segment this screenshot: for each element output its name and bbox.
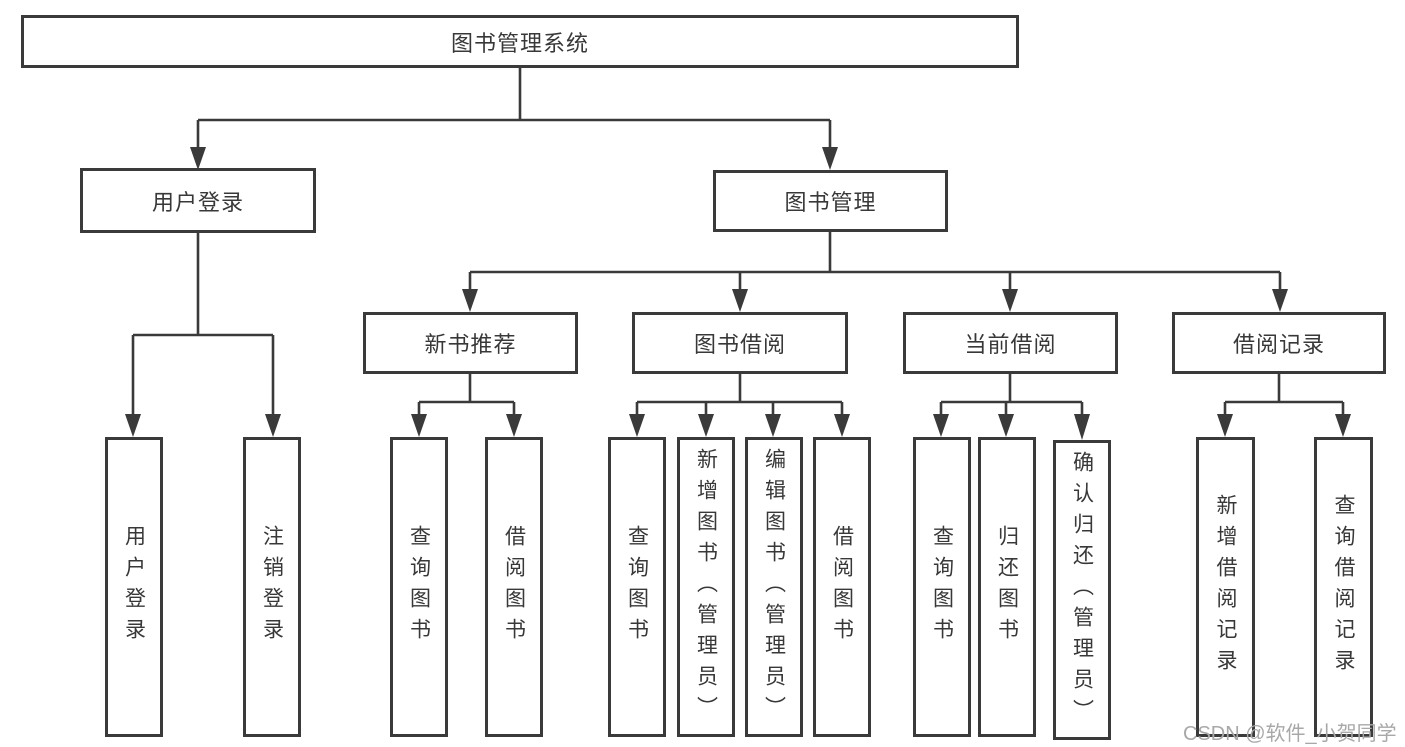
leaf-add-borrow-record: 新增借阅记录 xyxy=(1196,437,1255,737)
leaf-add-borrow-record-label: 新增借阅记录 xyxy=(1214,494,1237,680)
node-root-label: 图书管理系统 xyxy=(450,30,589,56)
leaf-logout: 注销登录 xyxy=(243,437,301,737)
node-current-borrow-label: 当前借阅 xyxy=(964,332,1057,357)
leaf-recommend-borrow-book-label: 借阅图书 xyxy=(502,525,526,649)
node-root-system: 图书管理系统 xyxy=(21,15,1019,68)
csdn-watermark: CSDN @软件_小贺同学 xyxy=(1183,723,1397,745)
leaf-add-book-admin: 新增图书（管理员） xyxy=(677,437,735,737)
leaf-add-book-admin-label: 新增图书（管理员） xyxy=(694,447,718,727)
leaf-current-query-book: 查询图书 xyxy=(913,437,971,737)
node-borrow-record: 借阅记录 xyxy=(1172,312,1386,374)
leaf-recommend-borrow-book: 借阅图书 xyxy=(485,437,543,737)
node-book-borrow: 图书借阅 xyxy=(632,312,848,374)
leaf-borrow-query-book: 查询图书 xyxy=(608,437,666,737)
node-user-login-label: 用户登录 xyxy=(151,189,244,215)
node-new-book-recommend: 新书推荐 xyxy=(363,312,578,374)
leaf-query-borrow-record: 查询借阅记录 xyxy=(1314,437,1373,737)
leaf-edit-book-admin: 编辑图书（管理员） xyxy=(745,437,803,737)
leaf-confirm-return-admin: 确认归还（管理员） xyxy=(1053,440,1111,740)
leaf-current-query-book-label: 查询图书 xyxy=(930,525,954,649)
leaf-borrow-book: 借阅图书 xyxy=(813,437,871,737)
node-user-login: 用户登录 xyxy=(80,168,316,233)
node-new-book-recommend-label: 新书推荐 xyxy=(424,332,517,357)
node-book-borrow-label: 图书借阅 xyxy=(693,332,786,357)
node-current-borrow: 当前借阅 xyxy=(903,312,1118,374)
node-book-management: 图书管理 xyxy=(713,170,948,232)
leaf-return-book-label: 归还图书 xyxy=(995,525,1019,649)
leaf-recommend-query-book: 查询图书 xyxy=(390,437,448,737)
leaf-user-login-label: 用户登录 xyxy=(122,525,146,649)
leaf-confirm-return-admin-label: 确认归还（管理员） xyxy=(1070,450,1094,730)
leaf-query-borrow-record-label: 查询借阅记录 xyxy=(1332,494,1355,680)
leaf-user-login: 用户登录 xyxy=(105,437,163,737)
leaf-borrow-query-book-label: 查询图书 xyxy=(625,525,649,649)
leaf-return-book: 归还图书 xyxy=(978,437,1036,737)
node-book-management-label: 图书管理 xyxy=(784,190,877,215)
leaf-borrow-book-label: 借阅图书 xyxy=(830,525,854,649)
node-borrow-record-label: 借阅记录 xyxy=(1232,332,1325,357)
leaf-logout-label: 注销登录 xyxy=(260,525,284,649)
leaf-recommend-query-book-label: 查询图书 xyxy=(407,525,431,649)
leaf-edit-book-admin-label: 编辑图书（管理员） xyxy=(762,447,786,727)
